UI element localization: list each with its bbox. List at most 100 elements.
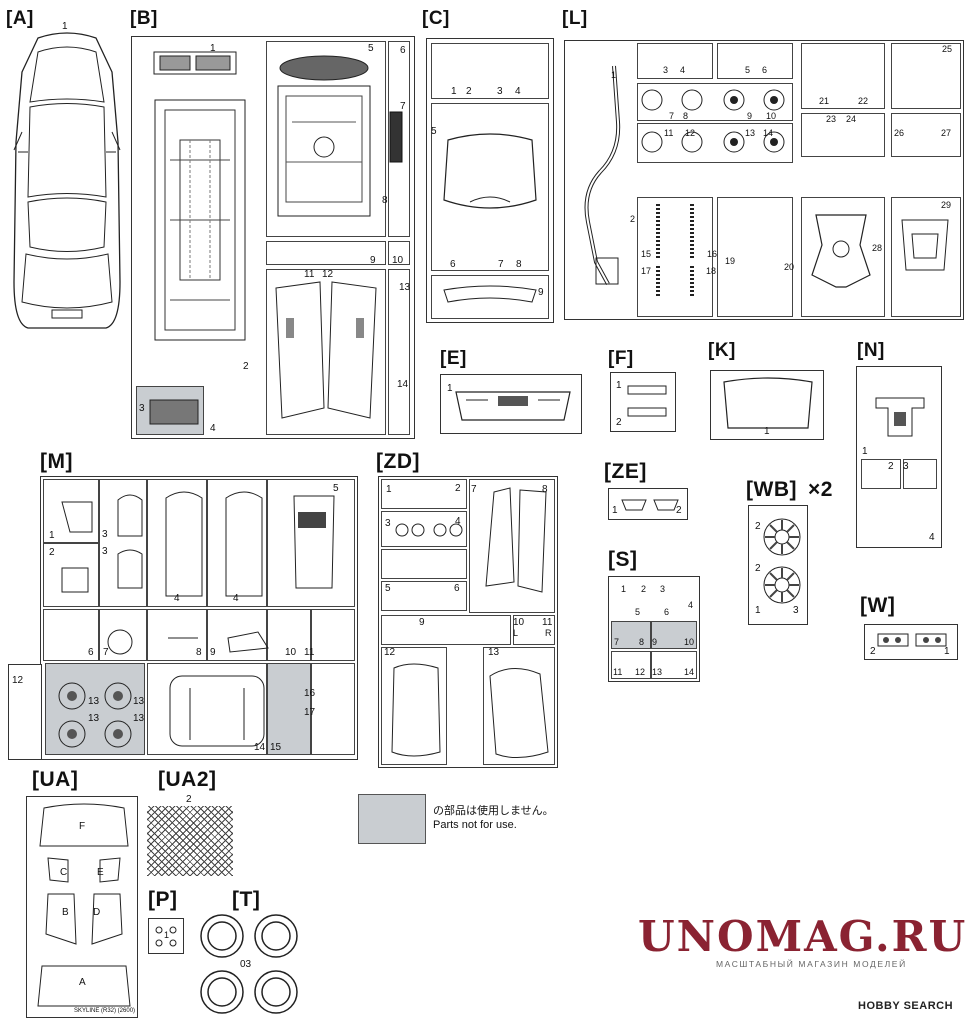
sprue-t-label: [T] xyxy=(232,888,261,911)
sprue-m-cell-11 xyxy=(311,609,355,661)
sprue-m-part-3b: 3 xyxy=(102,546,108,557)
sprue-b-cell-11 xyxy=(266,269,386,435)
sprue-a-part-1: 1 xyxy=(62,21,68,32)
sprue-l-part-2: 2 xyxy=(630,214,636,224)
sprue-p-frame xyxy=(148,918,184,954)
sprue-p-label: [P] xyxy=(148,888,178,911)
interior-parts-drawing xyxy=(58,491,335,748)
sprue-ua-part-E: E xyxy=(97,867,104,878)
sprue-ua-part-F: F xyxy=(79,821,86,832)
sprue-l-part-8: 8 xyxy=(683,111,689,121)
sprue-m-cell-2 xyxy=(43,543,99,607)
sprue-wb-label: [WB] xyxy=(746,478,797,501)
mesh-sheet xyxy=(147,806,233,876)
sprue-c-part-2: 2 xyxy=(466,86,472,97)
sprue-b-part-6: 6 xyxy=(400,45,406,56)
sprue-wb-frame xyxy=(748,505,808,625)
sprue-w-label: [W] xyxy=(860,594,896,617)
sprue-b-part-8: 8 xyxy=(382,195,388,206)
sprue-m-unused-wheels xyxy=(45,663,145,755)
sprue-s-cell-11-12 xyxy=(611,651,651,679)
sprue-m-part-4a: 4 xyxy=(174,593,180,604)
sprue-n-part-4: 4 xyxy=(929,532,935,543)
sprue-l-part-14: 14 xyxy=(763,128,774,138)
sprue-b-part-7: 7 xyxy=(400,101,406,112)
sprue-b-part-10: 10 xyxy=(392,255,404,266)
unused-parts-legend-en: Parts not for use. xyxy=(433,819,517,831)
sprue-zd-cell-blank xyxy=(381,549,467,579)
sprue-l-part-15: 15 xyxy=(641,249,652,259)
sprue-n-part-1: 1 xyxy=(862,446,868,457)
sprue-s-part-11: 11 xyxy=(613,667,623,677)
brake-discs-drawing xyxy=(641,89,785,153)
sprue-m-part-10: 10 xyxy=(285,647,297,658)
sprue-m-cell-14 xyxy=(147,663,267,755)
sprue-b-part-3: 3 xyxy=(139,403,145,414)
sprue-s-part-6: 6 xyxy=(664,607,670,617)
sprue-f-part-2: 2 xyxy=(616,417,622,428)
sprue-m-part-13b: 13 xyxy=(133,696,145,707)
sprue-p-part-1: 1 xyxy=(164,930,170,940)
sprue-ze-part-1: 1 xyxy=(612,505,618,516)
sprue-s-frame xyxy=(608,576,700,682)
sprue-zd-cell-1-2 xyxy=(381,479,467,509)
coil-springs-drawing xyxy=(656,204,694,296)
sprue-ua-part-D: D xyxy=(93,907,101,918)
sprue-zd-cell-7-8 xyxy=(469,479,555,613)
sprue-ua2-label: [UA2] xyxy=(158,768,217,791)
sprue-l-part-13: 13 xyxy=(745,128,756,138)
sprue-c-part-6: 6 xyxy=(450,259,456,270)
sprue-l-part-6: 6 xyxy=(762,65,768,75)
sprue-wb-part-2b: 2 xyxy=(755,563,761,574)
sprue-s-cell-13-14 xyxy=(651,651,697,679)
sprue-wb-part-1: 1 xyxy=(755,605,761,616)
sprue-s-part-4: 4 xyxy=(688,600,694,610)
radiator-drawing xyxy=(389,111,403,163)
sprue-l-label: [L] xyxy=(562,8,588,29)
rear-subframe-drawing xyxy=(811,214,871,288)
sprue-ua-part-C: C xyxy=(60,867,68,878)
sprue-zd-frame xyxy=(378,476,558,768)
sprue-ua-frame xyxy=(26,796,138,1018)
sprue-l-cell-28 xyxy=(801,197,885,317)
sprue-b-part-1: 1 xyxy=(210,43,216,54)
sprue-l-cell-7-10 xyxy=(637,83,793,121)
sprue-m-cell-6 xyxy=(43,609,99,661)
sprue-n-cell-3 xyxy=(903,459,937,489)
sprue-c-part-3: 3 xyxy=(497,86,503,97)
sprue-l-cell-23-24 xyxy=(801,113,885,157)
sprue-l-part-29: 29 xyxy=(941,200,952,210)
sprue-s-part-2: 2 xyxy=(641,584,647,594)
sprue-l-cell-26-27 xyxy=(891,113,961,157)
sprue-zd-part-7: 7 xyxy=(471,484,477,495)
sprue-b-part-13: 13 xyxy=(399,282,411,293)
sprue-s-part-8: 8 xyxy=(639,637,645,647)
sprue-l-part-27: 27 xyxy=(941,128,952,138)
sprue-ua2-part-2: 2 xyxy=(186,794,192,805)
sprue-c-part-8: 8 xyxy=(516,259,522,270)
sprue-l-part-25: 25 xyxy=(942,44,953,54)
sprue-zd-cell-10-11 xyxy=(513,615,555,645)
sprue-c-cell-top xyxy=(431,43,549,99)
sprue-l-part-23: 23 xyxy=(826,114,837,124)
sprue-m-cell-7 xyxy=(99,609,147,661)
intake-part-drawing xyxy=(875,397,925,437)
sprue-l-part-20: 20 xyxy=(784,262,795,272)
exhaust-part-drawing xyxy=(153,51,237,75)
rear-spoiler-drawing xyxy=(443,285,537,303)
sprue-m-cell-1 xyxy=(43,479,99,543)
sprue-s-part-12: 12 xyxy=(635,667,646,677)
sprue-l-part-5: 5 xyxy=(745,65,751,75)
sprue-l-part-26: 26 xyxy=(894,128,905,138)
sprue-t-part-03: 03 xyxy=(240,959,252,970)
sprue-m-part-3a: 3 xyxy=(102,529,108,540)
lens-ze-drawing xyxy=(621,499,679,511)
sprue-l-cell-15-18 xyxy=(637,197,713,317)
door-panels-drawing xyxy=(275,281,377,419)
sprue-m-part-5: 5 xyxy=(333,483,339,494)
sprue-ua-label: [UA] xyxy=(32,768,79,791)
sprue-l-part-17: 17 xyxy=(641,266,652,276)
sprue-b-cell-5 xyxy=(266,41,386,237)
sprue-l-part-16: 16 xyxy=(707,249,718,259)
sprue-b-cell-9 xyxy=(266,241,386,265)
